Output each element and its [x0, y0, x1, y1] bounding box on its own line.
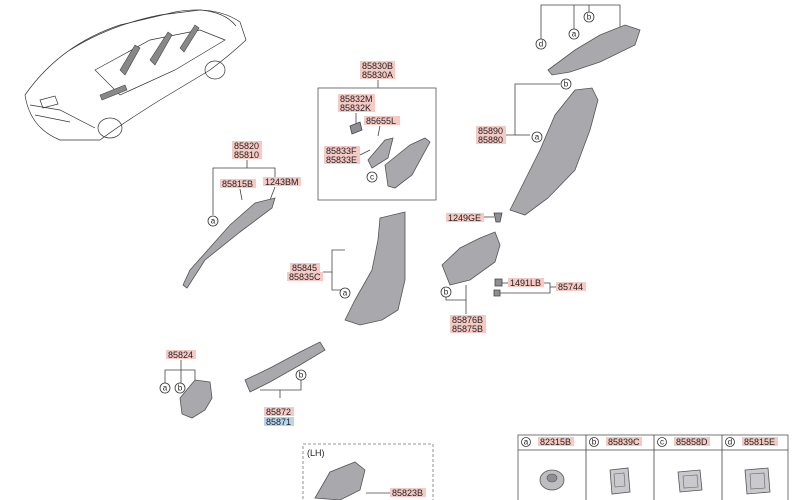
clip-82315B-icon	[539, 469, 565, 491]
legend-part-d: 85815E	[744, 437, 775, 447]
group-top-right: b a d	[535, 4, 641, 76]
legend-part-a: 82315B	[540, 437, 571, 447]
package-tray-trim	[547, 24, 641, 76]
pn-85820: 85820	[234, 141, 259, 151]
legend-part-c: 85858D	[676, 437, 708, 447]
pn-85845: 85845	[292, 263, 317, 273]
group-85820: 85820 85810 85815B 1243BM a	[182, 141, 301, 289]
legend-table: a 82315B b 85839C c 85858D d 85815E	[517, 434, 789, 500]
callout-b-5: b	[299, 371, 304, 380]
pn-85832K: 85832K	[340, 103, 371, 113]
pn-85815B: 85815B	[222, 179, 253, 189]
a-pillar-trim	[182, 197, 276, 289]
callout-b-4: b	[178, 384, 183, 393]
legend-letter-a: a	[524, 438, 529, 447]
trim-85823B	[314, 461, 366, 500]
pn-85824: 85824	[168, 350, 193, 360]
lh-label: (LH)	[307, 448, 325, 458]
rear-door-scuff-trim	[441, 231, 501, 286]
pn-1249GE: 1249GE	[448, 213, 481, 223]
callout-b-3: b	[444, 288, 449, 297]
group-85824: 85824 a b	[159, 350, 213, 419]
pn-85835C: 85835C	[289, 272, 321, 282]
pn-85875B: 85875B	[452, 324, 483, 334]
pn-85871: 85871	[266, 417, 291, 427]
callout-a-1: a	[211, 217, 216, 226]
pn-85833E: 85833E	[326, 155, 357, 165]
pn-85823B: 85823B	[392, 488, 423, 498]
trim-85830	[384, 137, 431, 189]
clip-85858D-icon	[677, 469, 703, 493]
c-pillar-trim	[509, 87, 599, 216]
callout-b-1: b	[564, 80, 569, 89]
legend-letter-d: d	[728, 438, 732, 447]
pn-85830A: 85830A	[362, 70, 393, 80]
pn-85872: 85872	[266, 407, 291, 417]
group-85872: b 85872 85871	[244, 341, 326, 427]
pn-85830B: 85830B	[362, 61, 393, 71]
clip-85839C-icon	[609, 467, 631, 495]
clip-1491LB	[494, 278, 503, 287]
legend-letter-b: b	[592, 438, 597, 447]
clip-85815E-icon	[744, 467, 771, 495]
car-overview	[24, 9, 247, 141]
legend-part-b: 85839C	[608, 437, 640, 447]
trim-85833	[367, 137, 394, 169]
pn-85810: 85810	[234, 150, 259, 160]
b-pillar-lower-trim	[344, 211, 406, 326]
screw-1249GE	[493, 212, 503, 223]
front-scuff-trim	[244, 341, 326, 393]
pn-1243BM: 1243BM	[265, 177, 299, 187]
callout-a-2: a	[343, 289, 348, 298]
callout-a-4: a	[572, 30, 577, 39]
group-85890: 85890 85880 b a	[476, 78, 599, 216]
legend-letter-c: c	[660, 438, 664, 447]
pn-85744: 85744	[558, 282, 583, 292]
callout-a-5: a	[163, 384, 168, 393]
callout-b-2: b	[587, 13, 592, 22]
callout-a-3: a	[535, 133, 540, 142]
pn-85655L: 85655L	[366, 116, 396, 126]
group-lh: (LH) 85823B	[302, 443, 434, 500]
pn-85890: 85890	[478, 126, 503, 136]
group-85876: 1249GE b 85876B 85875B 1491LB 85744	[440, 212, 586, 334]
pn-85876B: 85876B	[452, 315, 483, 325]
bracket-85824	[179, 379, 213, 419]
pn-85833F: 85833F	[326, 146, 357, 156]
group-85830: 85830B 85830A 85832M 85832K 85655L 85833…	[317, 61, 437, 201]
callout-c: c	[370, 173, 374, 182]
pn-1491LB: 1491LB	[510, 278, 541, 288]
clip-85832	[349, 121, 363, 135]
pn-85832M: 85832M	[340, 94, 373, 104]
callout-d-1: d	[539, 40, 543, 49]
group-85845: 85845 85835C a	[287, 211, 406, 326]
clip-85744	[493, 289, 501, 297]
pn-85880: 85880	[478, 135, 503, 145]
